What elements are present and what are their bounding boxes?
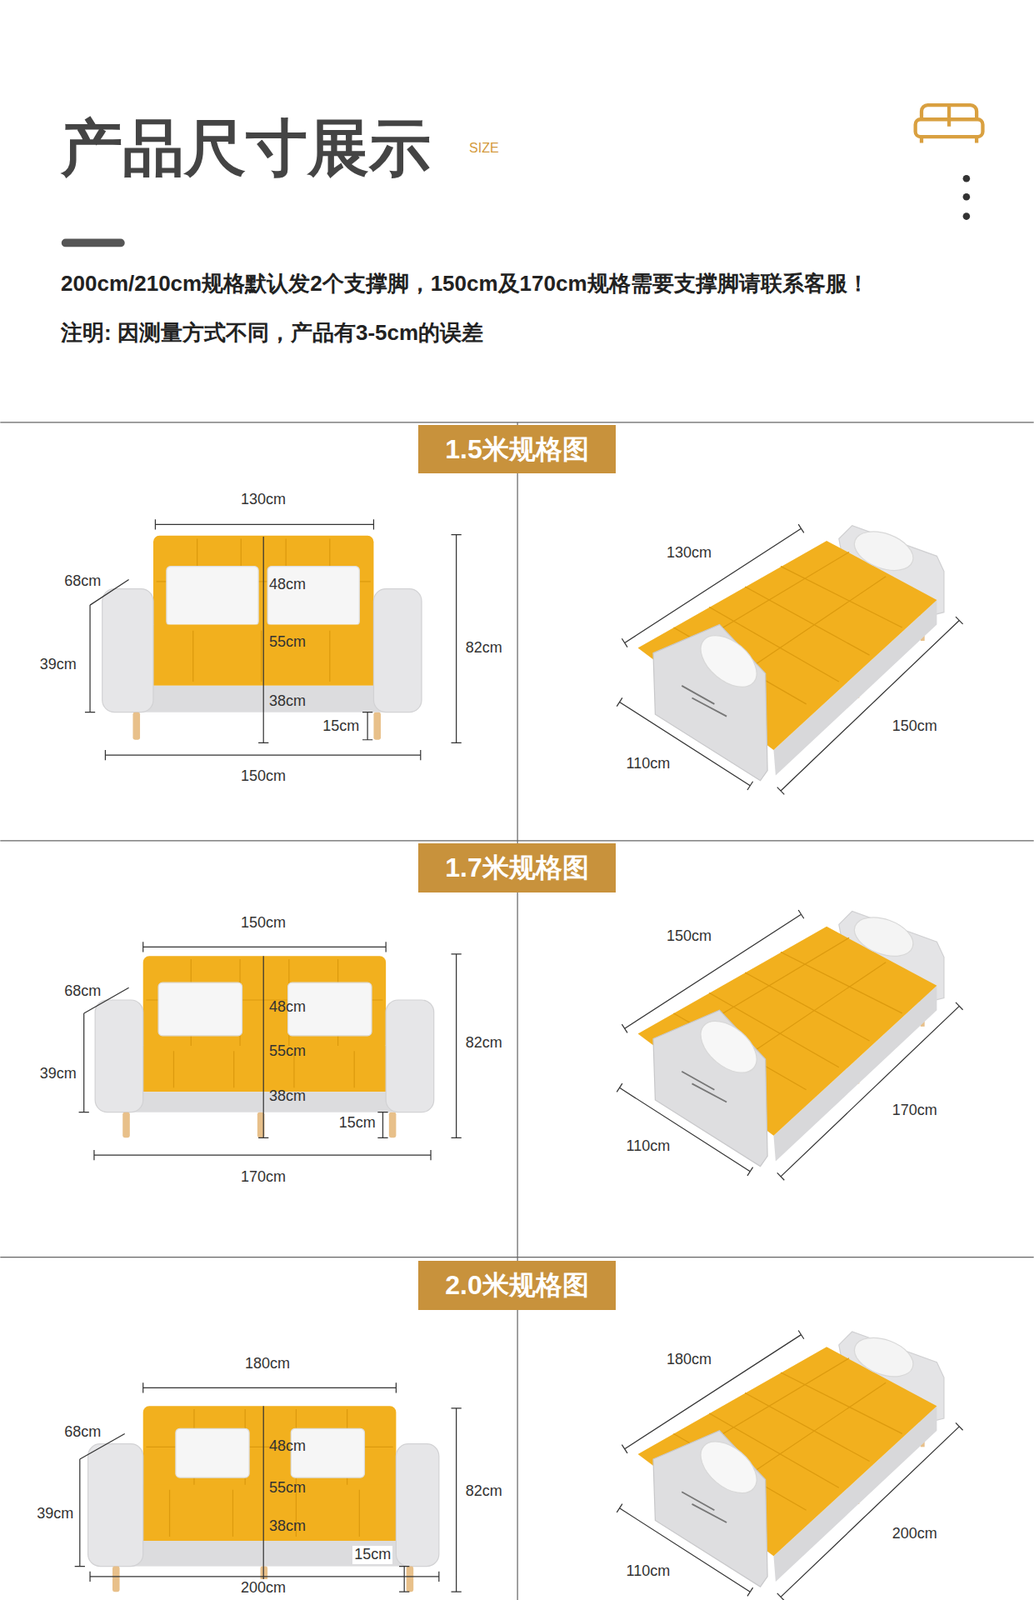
- dimension-label: 110cm: [624, 754, 673, 774]
- sofa-back: [143, 955, 386, 1050]
- dimension-line: [79, 941, 462, 1160]
- sofa-base: [124, 685, 399, 713]
- sofa-arm: [395, 1443, 439, 1567]
- sofa-icon: [915, 104, 984, 143]
- dimension-label: 82cm: [464, 639, 505, 658]
- section-banner: 2.0米规格图: [418, 1260, 615, 1310]
- dimension-label: 82cm: [464, 1034, 505, 1053]
- dimension-label: 68cm: [62, 1423, 103, 1442]
- sofa-leg: [406, 1566, 415, 1593]
- pillow: [267, 566, 360, 626]
- sofa-arm: [102, 589, 154, 713]
- dimension-label: 110cm: [624, 1562, 673, 1581]
- tufting: [193, 630, 330, 682]
- sofa-arm: [385, 999, 435, 1113]
- dimension-label: 150cm: [239, 767, 288, 786]
- sofa-bed-view: [616, 524, 963, 795]
- dimension-label: 170cm: [239, 1168, 288, 1187]
- sofa-leg: [373, 712, 381, 740]
- dimension-label: 15cm: [320, 717, 361, 736]
- dimension-label: 39cm: [38, 655, 79, 675]
- dimension-label: 15cm: [352, 1545, 393, 1564]
- banner-text: 2.0米规格图: [444, 1268, 589, 1301]
- pillow: [166, 566, 259, 626]
- dimension-line: [74, 1382, 462, 1592]
- sofa-arm: [94, 999, 144, 1113]
- dimension-label: 180cm: [664, 1350, 714, 1369]
- dimension-label: 200cm: [890, 1524, 940, 1544]
- dimension-label: 55cm: [267, 1042, 308, 1061]
- tufting: [169, 1489, 360, 1537]
- dimension-label: 110cm: [624, 1137, 673, 1156]
- dimension-label: 55cm: [267, 1478, 308, 1498]
- icon-line: [921, 105, 977, 143]
- title-bar: [61, 239, 125, 248]
- sofa-bed-view: [616, 909, 963, 1180]
- dimension-line: [84, 519, 462, 760]
- sofa-bed-view: [616, 1329, 963, 1600]
- pillow: [175, 1428, 250, 1478]
- dimension-label: 55cm: [267, 633, 308, 652]
- dimension-label: 39cm: [38, 1064, 79, 1084]
- menu-dot: [963, 174, 971, 183]
- sofa-seat: [124, 624, 399, 685]
- section-banner: 1.7米规格图: [418, 843, 615, 893]
- dimension-label: 150cm: [664, 927, 714, 946]
- banner-text: 1.5米规格图: [444, 433, 589, 465]
- dimension-label: 68cm: [62, 572, 103, 591]
- note-text: 注明: 因测量方式不同，产品有3-5cm的误差: [59, 319, 485, 346]
- sofa-arm: [373, 589, 422, 713]
- dimension-label: 130cm: [664, 544, 714, 563]
- divider: [0, 422, 1034, 1600]
- dimension-label: 150cm: [890, 717, 940, 736]
- dimension-label: 48cm: [267, 998, 308, 1017]
- note-text: 200cm/210cm规格默认发2个支撑脚，150cm及170cm规格需要支撑脚…: [59, 270, 871, 297]
- sofa-leg: [122, 1112, 130, 1139]
- dimension-label: 200cm: [239, 1578, 288, 1598]
- page-title: 产品尺寸展示: [60, 111, 431, 186]
- dimension-label: 15cm: [337, 1113, 378, 1133]
- dimension-label: 150cm: [239, 914, 288, 933]
- section-banner: 1.5米规格图: [418, 424, 615, 475]
- sofa-front-view: [84, 519, 462, 760]
- sofa-leg: [132, 712, 140, 740]
- dimension-label: 38cm: [267, 1517, 308, 1536]
- dimension-label: 82cm: [464, 1482, 505, 1501]
- sofa-leg: [389, 1112, 397, 1139]
- dimension-label: 130cm: [239, 490, 288, 510]
- dimension-label: 180cm: [243, 1354, 292, 1374]
- dimension-label: 48cm: [267, 1437, 308, 1456]
- dimension-label: 48cm: [267, 575, 308, 595]
- dimension-label: 170cm: [890, 1101, 940, 1120]
- sofa-front-view: [74, 1382, 462, 1592]
- sofa-leg: [112, 1566, 120, 1593]
- dimension-label: 38cm: [267, 692, 308, 711]
- tufting: [145, 1408, 393, 1488]
- size-tag: SIZE: [467, 139, 501, 156]
- dimension-label: 39cm: [34, 1504, 75, 1524]
- sofa-front-view: [79, 941, 462, 1160]
- sofa-arm: [88, 1443, 144, 1567]
- dimension-label: 68cm: [62, 982, 103, 1001]
- menu-dot: [963, 193, 971, 201]
- pillow: [158, 982, 242, 1036]
- dimension-label: 38cm: [267, 1087, 308, 1106]
- banner-text: 1.7米规格图: [444, 851, 589, 884]
- tufting: [145, 959, 383, 1046]
- menu-dot: [963, 212, 971, 220]
